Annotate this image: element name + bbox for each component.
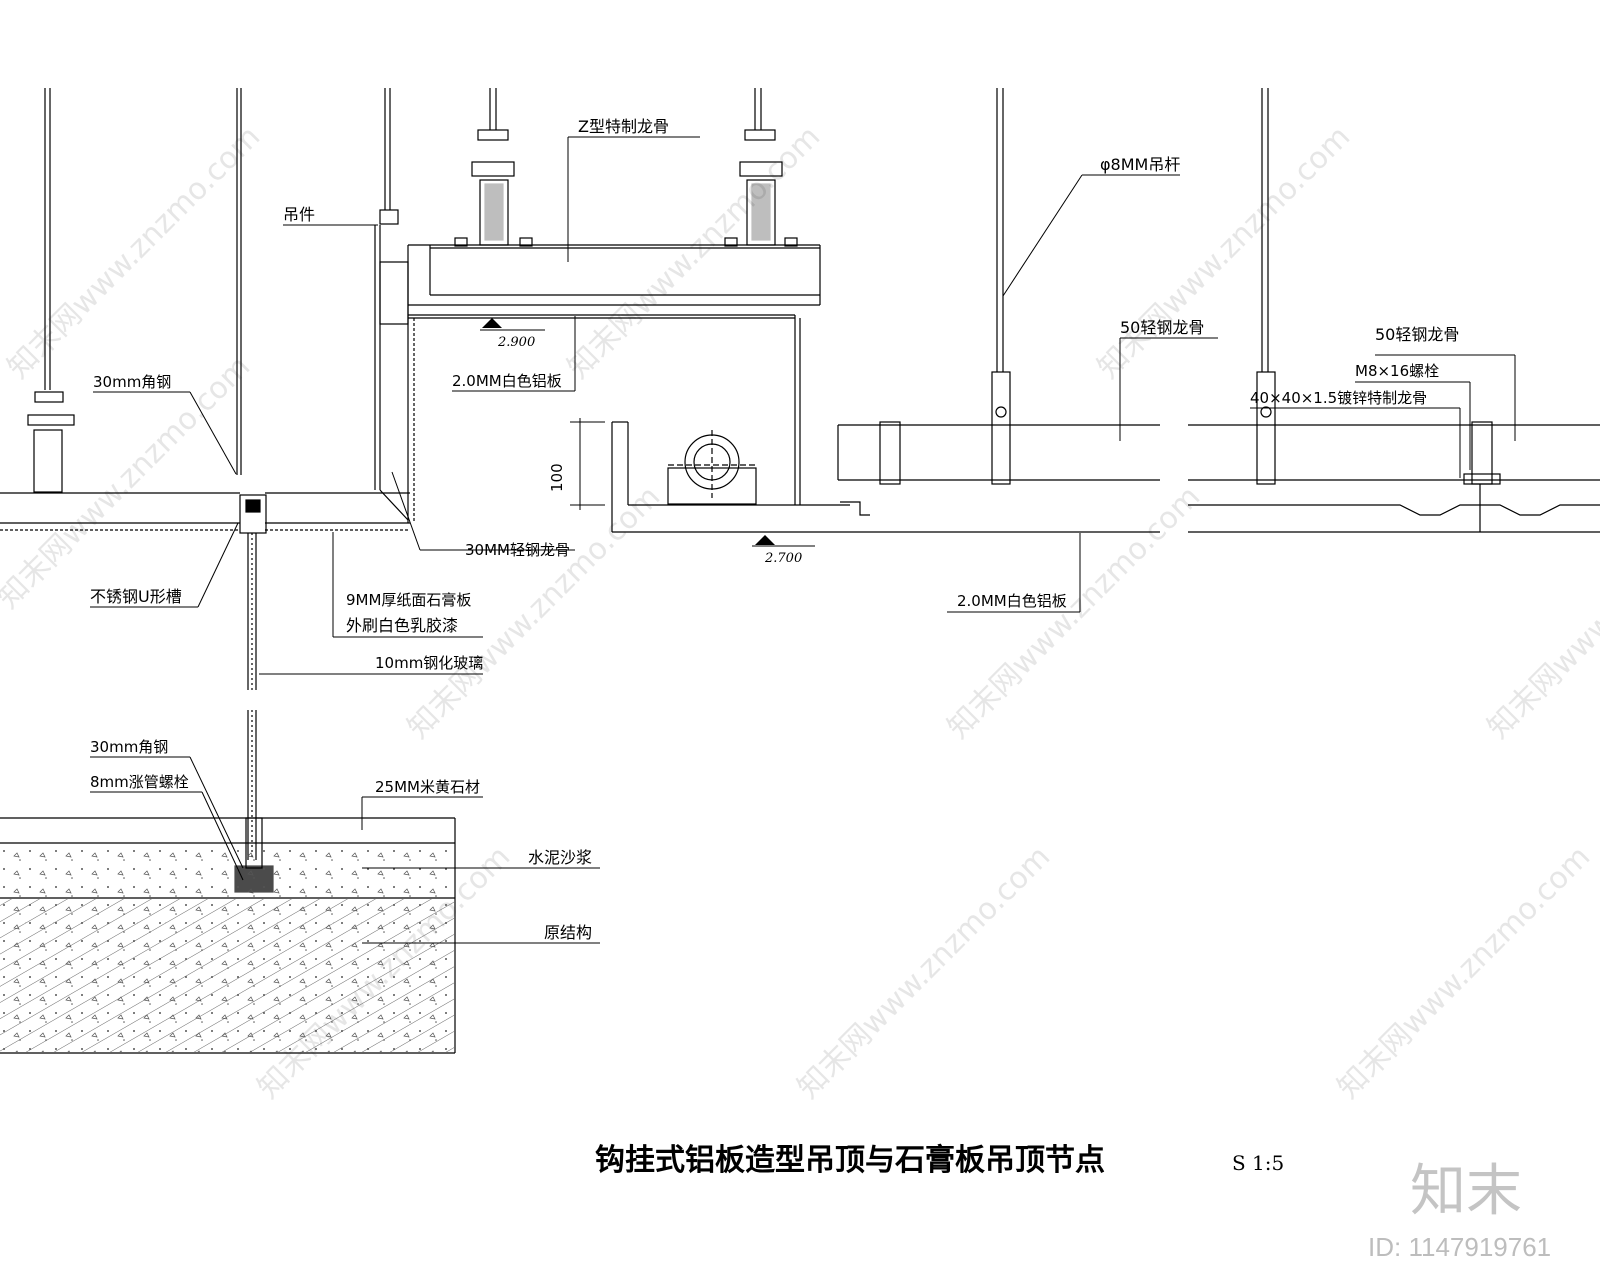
label-glass: 10mm钢化玻璃 bbox=[375, 654, 483, 672]
dimension-100: 100 bbox=[548, 418, 605, 510]
watermark: 知末网www.znzmo.com bbox=[561, 119, 827, 385]
label-keel-50-b: 50轻钢龙骨 bbox=[1375, 325, 1459, 344]
svg-text:100: 100 bbox=[548, 463, 566, 492]
watermark: 知末网www.znzmo.com bbox=[791, 839, 1057, 1105]
leader-lines bbox=[90, 136, 1516, 944]
label-bolt-m8: M8×16螺栓 bbox=[1355, 362, 1439, 380]
label-alu-panel-bottom: 2.0MM白色铝板 bbox=[957, 592, 1067, 610]
drawing-title: 钩挂式铝板造型吊顶与石膏板吊顶节点 bbox=[595, 1143, 1105, 1178]
label-alu-panel-top: 2.0MM白色铝板 bbox=[452, 372, 562, 390]
label-stone: 25MM米黄石材 bbox=[375, 778, 480, 796]
watermark: 知末网www.znzmo.com bbox=[401, 479, 667, 745]
watermark: 知末网www.znzmo.com bbox=[1331, 839, 1597, 1105]
svg-text:2.900: 2.900 bbox=[497, 335, 535, 350]
level-marker-upper: 2.900 bbox=[480, 318, 545, 350]
label-galv-keel: 40×40×1.5镀锌特制龙骨 bbox=[1250, 389, 1427, 407]
watermark: 知末网www.znzmo.com bbox=[1481, 479, 1600, 745]
labels: Z型特制龙骨 φ8MM吊杆 吊件 30mm角钢 2.0MM白色铝板 50轻钢龙骨… bbox=[90, 117, 1459, 942]
watermark: 知末网www.znzmo.com bbox=[1, 119, 267, 385]
label-keel-50-a: 50轻钢龙骨 bbox=[1120, 318, 1204, 337]
label-gypsum-1: 9MM厚纸面石膏板 bbox=[346, 591, 471, 609]
structure-aggregate bbox=[0, 899, 454, 1052]
label-gypsum-2: 外刷白色乳胶漆 bbox=[346, 616, 458, 635]
label-structure: 原结构 bbox=[544, 923, 592, 942]
label-hanger-rod: φ8MM吊杆 bbox=[1100, 155, 1180, 174]
brand-logo: 知末 bbox=[1410, 1159, 1522, 1224]
label-expansion-bolt: 8mm涨管螺栓 bbox=[90, 773, 189, 791]
drawing-scale: S 1:5 bbox=[1232, 1151, 1284, 1175]
level-marker-lower: 2.700 bbox=[752, 535, 815, 566]
label-angle-steel-top: 30mm角钢 bbox=[93, 373, 171, 391]
image-id: ID: 1147919761 bbox=[1368, 1232, 1551, 1262]
svg-text:2.700: 2.700 bbox=[764, 551, 802, 566]
label-hanger-part: 吊件 bbox=[283, 205, 315, 224]
label-angle-steel-bottom: 30mm角钢 bbox=[90, 738, 168, 756]
label-mortar: 水泥沙浆 bbox=[528, 848, 592, 867]
label-u-channel: 不锈钢U形槽 bbox=[90, 587, 182, 606]
watermark: 知末网www.znzmo.com bbox=[941, 479, 1207, 745]
label-keel-30: 30MM轻钢龙骨 bbox=[465, 541, 570, 559]
mortar-fill bbox=[0, 845, 454, 897]
label-z-keel: Z型特制龙骨 bbox=[578, 117, 669, 136]
